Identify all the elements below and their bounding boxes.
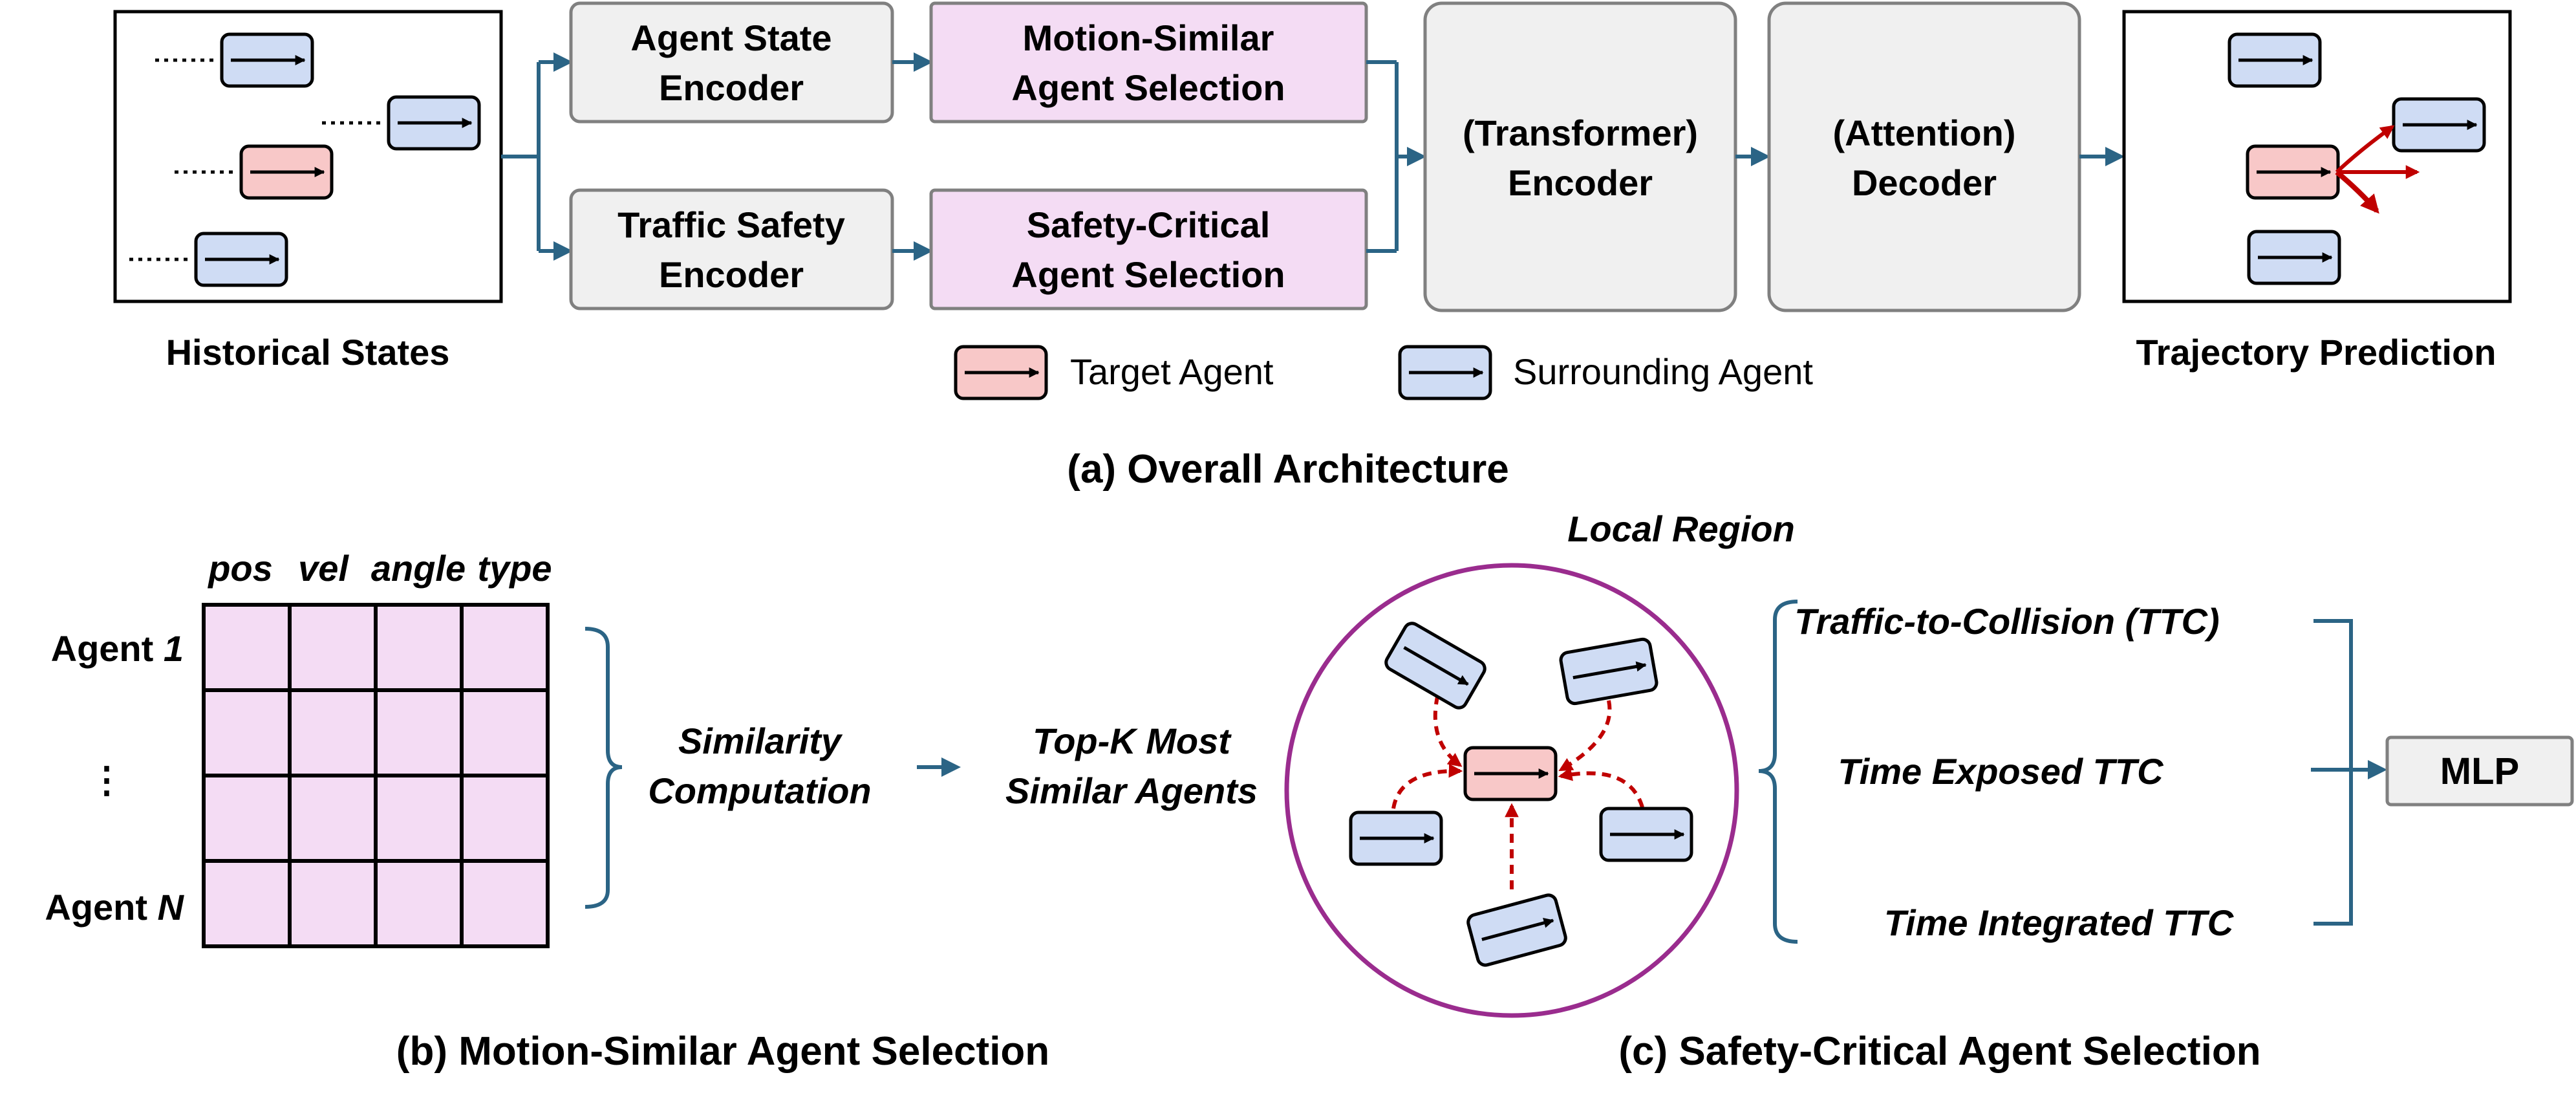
row-label-last: Agent N bbox=[45, 887, 184, 928]
caption-a: (a) Overall Architecture bbox=[1067, 447, 1508, 492]
legend-surrounding-swatch bbox=[1400, 347, 1490, 398]
metrics-right-bracket bbox=[2313, 619, 2353, 926]
svg-text:Traffic Safety: Traffic Safety bbox=[617, 204, 845, 245]
metrics-left-brace bbox=[1758, 600, 1798, 944]
surrounding-agent-icon bbox=[2229, 34, 2320, 86]
column-header-pos: pos bbox=[207, 548, 273, 589]
target-agent-icon bbox=[241, 146, 332, 198]
topk-label-line2: Similar Agents bbox=[1005, 770, 1258, 811]
topk-label: Top-K Most bbox=[1033, 721, 1232, 761]
surrounding-agent-icon bbox=[222, 34, 312, 86]
attention-decoder-box: (Attention) Decoder bbox=[1767, 1, 2081, 312]
local-region-label: Local Region bbox=[1567, 508, 1795, 549]
target-agent-icon bbox=[1465, 748, 1556, 799]
row-label-ellipsis: ⋮ bbox=[89, 759, 125, 800]
caption-b: (b) Motion-Similar Agent Selection bbox=[396, 1029, 1049, 1074]
svg-text:Decoder: Decoder bbox=[1852, 162, 1997, 203]
svg-text:Agent Selection: Agent Selection bbox=[1011, 67, 1285, 108]
metric-time-exposed-ttc: Time Exposed TTC bbox=[1838, 751, 2164, 792]
matrix-brace bbox=[585, 627, 623, 909]
svg-text:Encoder: Encoder bbox=[659, 254, 804, 295]
column-header-angle: angle bbox=[371, 548, 466, 589]
legend-target-swatch bbox=[956, 347, 1046, 398]
svg-text:Motion-Similar: Motion-Similar bbox=[1023, 17, 1274, 58]
surrounding-agent-icon bbox=[1601, 809, 1691, 860]
svg-text:MLP: MLP bbox=[2440, 750, 2519, 792]
svg-text:Agent State: Agent State bbox=[630, 17, 832, 58]
surrounding-agent-icon bbox=[389, 97, 479, 149]
local-region-circle bbox=[1284, 563, 1739, 1018]
row-label-first: Agent 1 bbox=[51, 628, 184, 669]
agent-feature-matrix bbox=[202, 603, 550, 948]
legend-target-label: Target Agent bbox=[1070, 351, 1274, 392]
input-branch-arrows bbox=[501, 52, 573, 261]
historical-states-label: Historical States bbox=[166, 332, 450, 373]
traffic-safety-encoder-box: Traffic Safety Encoder bbox=[569, 188, 894, 310]
trajectory-prediction-panel bbox=[2122, 10, 2512, 303]
metric-ttc: Traffic-to-Collision (TTC) bbox=[1794, 601, 2219, 642]
safety-critical-selection-box: Safety-Critical Agent Selection bbox=[929, 188, 1368, 310]
caption-c: (c) Safety-Critical Agent Selection bbox=[1618, 1029, 2260, 1074]
target-agent-icon bbox=[2248, 146, 2338, 198]
predicted-trajectory-arrows bbox=[2335, 125, 2420, 214]
legend: Target Agent Surrounding Agent bbox=[956, 347, 1813, 398]
surrounding-agent-icon bbox=[2249, 232, 2339, 283]
column-header-vel: vel bbox=[298, 548, 349, 589]
svg-text:Agent Selection: Agent Selection bbox=[1011, 254, 1285, 295]
feature-column-headers: pos vel angle type bbox=[207, 548, 552, 589]
similarity-computation-label: Similarity bbox=[678, 721, 843, 761]
svg-text:Safety-Critical: Safety-Critical bbox=[1027, 204, 1271, 245]
surrounding-agent-icon bbox=[1351, 812, 1441, 864]
svg-text:Encoder: Encoder bbox=[659, 67, 804, 108]
similarity-computation-label-line2: Computation bbox=[648, 770, 871, 811]
mlp-box: MLP bbox=[2385, 735, 2574, 807]
motion-similar-selection-box: Motion-Similar Agent Selection bbox=[929, 1, 1368, 124]
agent-state-encoder-box: Agent State Encoder bbox=[569, 1, 894, 124]
svg-text:Encoder: Encoder bbox=[1508, 162, 1653, 203]
surrounding-agent-icon bbox=[196, 234, 286, 285]
svg-text:(Attention): (Attention) bbox=[1832, 113, 2015, 153]
column-header-type: type bbox=[477, 548, 552, 589]
trajectory-prediction-label: Trajectory Prediction bbox=[2136, 332, 2496, 373]
transformer-encoder-box: (Transformer) Encoder bbox=[1423, 1, 1737, 312]
svg-text:(Transformer): (Transformer) bbox=[1463, 113, 1698, 153]
legend-surrounding-label: Surrounding Agent bbox=[1513, 351, 1813, 392]
metric-time-integrated-ttc: Time Integrated TTC bbox=[1884, 902, 2235, 943]
merge-arrows bbox=[1366, 60, 1426, 253]
historical-states-panel bbox=[113, 10, 503, 303]
surrounding-agent-icon bbox=[2394, 99, 2484, 151]
